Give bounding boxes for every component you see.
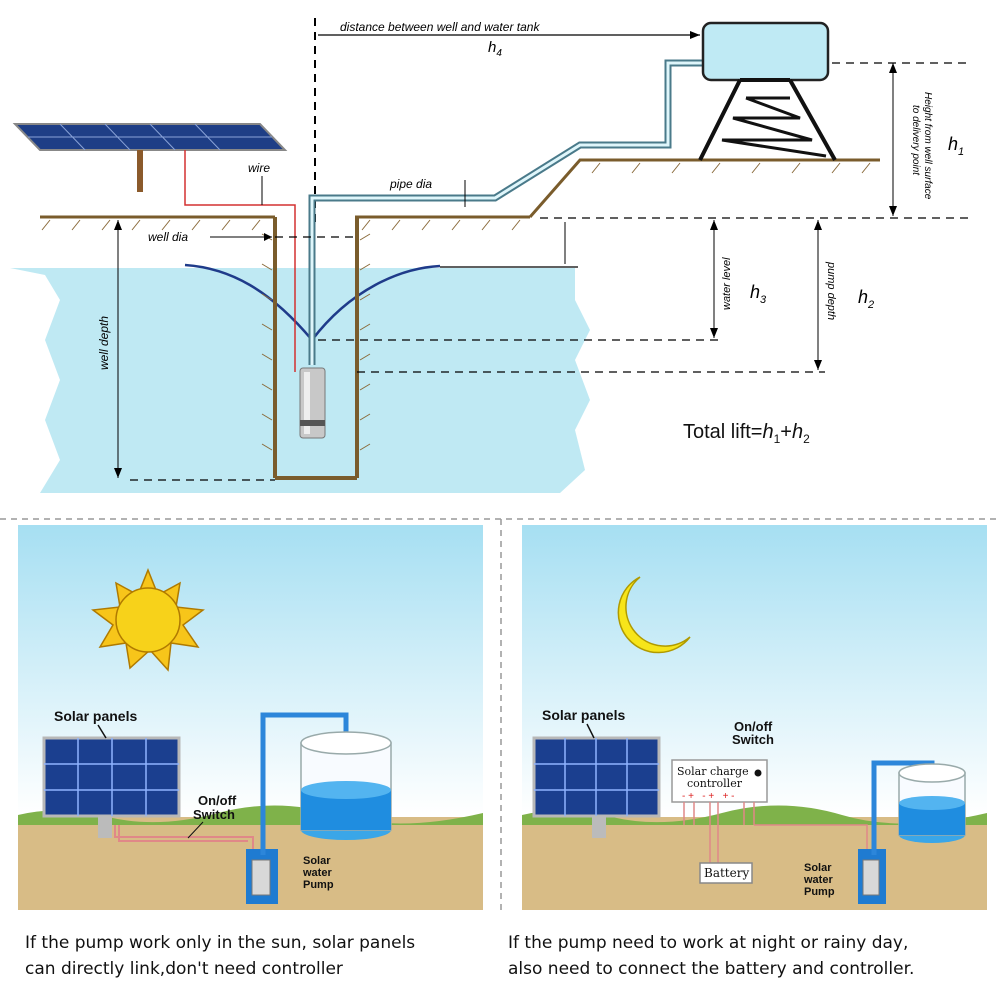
h1-label: h1: [948, 134, 964, 158]
submersible-pump: [299, 367, 326, 439]
night-caption-line-1: If the pump need to work at night or rai…: [508, 933, 909, 953]
onoff-label-night-2: Switch: [732, 732, 774, 747]
moon-icon: [617, 576, 691, 654]
height-delivery-label-1: Height from well surface: [922, 92, 933, 200]
pump-label-night-3: Pump: [804, 886, 835, 898]
h4-label: h4: [488, 39, 502, 59]
separators: [0, 518, 1000, 915]
controller-label-1: Solar charge: [677, 765, 749, 778]
water-tank-day: [300, 731, 392, 840]
pump-depth-label: pump depth: [825, 261, 837, 320]
night-caption: If the pump need to work at night or rai…: [508, 930, 914, 982]
well-pump-diagram: distance between well and water tank h4 …: [10, 18, 970, 493]
controller-signs: - + - + + -: [682, 791, 735, 802]
distance-label: distance between well and water tank: [340, 20, 540, 34]
water-tank-tower: [698, 21, 837, 161]
height-delivery-label-2: to delivery point: [910, 105, 921, 176]
pump-label-2: water: [302, 867, 332, 879]
h2-label: h2: [858, 287, 874, 311]
pump-label-night-1: Solar: [804, 862, 832, 874]
water-level-label: water level: [721, 257, 733, 310]
solar-panel: [12, 123, 288, 192]
h3-label: h3: [750, 282, 767, 306]
total-lift-formula: Total lift=h1+h2: [683, 421, 810, 446]
day-caption: If the pump work only in the sun, solar …: [25, 930, 415, 982]
pump-label-1: Solar: [303, 855, 331, 867]
solar-panels-label: Solar panels: [54, 708, 137, 724]
well-dia-label: well dia: [148, 230, 188, 244]
wire-label: wire: [248, 161, 270, 175]
pipe-dia-label: pipe dia: [389, 177, 432, 191]
night-panel: Solar panels Solar charge controller - +…: [522, 525, 987, 910]
day-caption-line-1: If the pump work only in the sun, solar …: [25, 933, 416, 953]
solar-panel-day: [42, 736, 181, 838]
pump-label-night-2: water: [803, 874, 833, 886]
solar-panels-label-night: Solar panels: [542, 707, 625, 723]
water-tank-night: [898, 763, 966, 843]
night-caption-line-2: also need to connect the battery and con…: [508, 959, 915, 979]
well-depth-label: well depth: [97, 316, 111, 370]
pump-wire: [184, 150, 296, 372]
day-panel: Solar panels On/off Switch Solar water P…: [18, 525, 483, 910]
solar-panel-night: [532, 736, 661, 838]
onoff-label-night-1: On/off: [734, 719, 773, 734]
sun-icon: [91, 567, 205, 672]
controller-label-2: controller: [687, 777, 743, 790]
onoff-label-1: On/off: [198, 793, 237, 808]
onoff-label-2: Switch: [193, 807, 235, 822]
battery: [699, 862, 753, 884]
charge-controller: [671, 759, 768, 803]
day-caption-line-2: can directly link,don't need controller: [25, 959, 343, 979]
pump-label-3: Pump: [303, 879, 334, 891]
battery-label: Battery: [704, 866, 749, 880]
